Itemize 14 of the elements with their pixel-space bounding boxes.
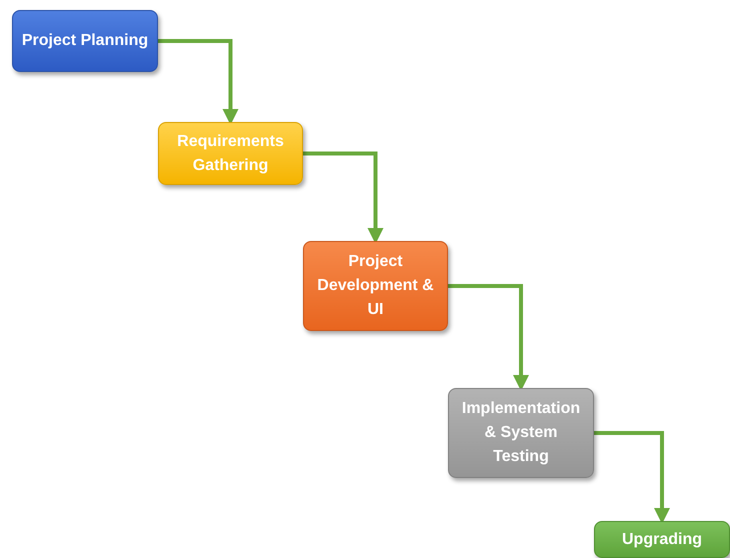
box-label: Project Development & UI	[316, 252, 435, 320]
arrow	[303, 152, 384, 244]
process-box	[448, 388, 594, 478]
process-box	[303, 241, 448, 331]
arrow	[594, 431, 670, 524]
arrow	[158, 39, 238, 125]
box-label: Requirements Gathering	[176, 132, 285, 176]
box-label: Implementation & System Testing	[460, 399, 582, 467]
process-box	[12, 10, 158, 72]
process-box	[594, 521, 730, 558]
box-label: Upgrading	[622, 530, 702, 550]
process-box	[158, 122, 303, 185]
arrow	[448, 284, 529, 391]
box-label: Project Planning	[22, 31, 148, 51]
